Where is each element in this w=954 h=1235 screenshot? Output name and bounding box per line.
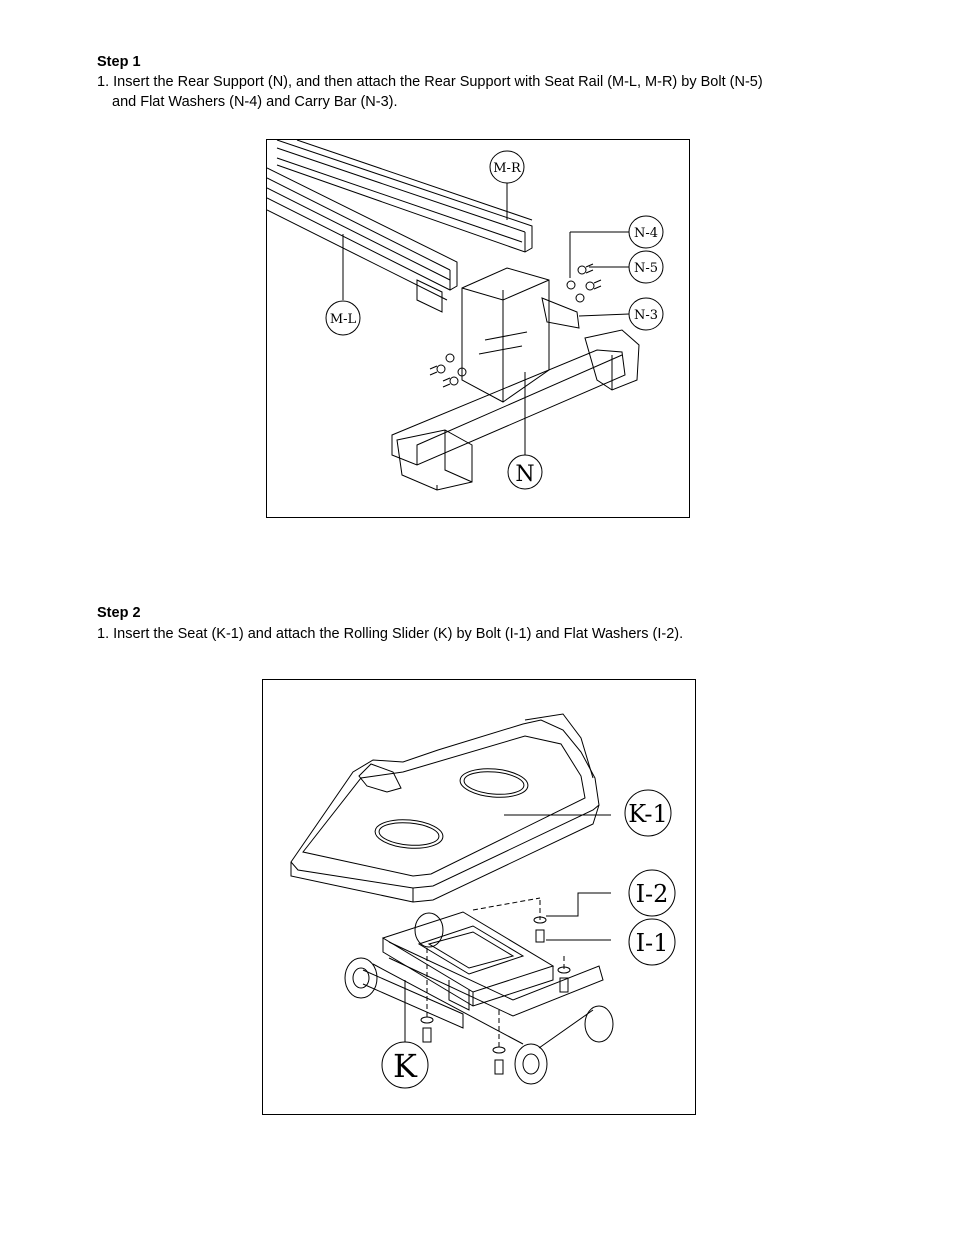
step2-instruction: 1. Insert the Seat (K-1) and attach the … (97, 624, 683, 644)
step1-line1: 1. Insert the Rear Support (N), and then… (97, 74, 763, 90)
label-n-5: N-5 (634, 261, 658, 276)
step1-line2: and Flat Washers (N-4) and Carry Bar (N-… (112, 94, 398, 110)
label-k: K (393, 1047, 418, 1085)
step2-line1: 1. Insert the Seat (K-1) and attach the … (97, 626, 684, 642)
step1-title: Step 1 (97, 54, 141, 70)
label-n: N (515, 462, 534, 487)
step1-diagram: M-R M-L N-4 N-5 N-3 N (266, 139, 690, 518)
label-m-l: M-L (330, 312, 357, 327)
label-i-1: I-1 (636, 929, 669, 957)
step2-title: Step 2 (97, 605, 141, 621)
rear-support-illustration: M-R M-L N-4 N-5 N-3 N (267, 140, 664, 491)
label-n-3: N-3 (634, 308, 658, 323)
label-i-2: I-2 (636, 880, 669, 908)
label-n-4: N-4 (634, 226, 658, 241)
label-k-1: K-1 (628, 800, 668, 828)
step1-instruction: 1. Insert the Rear Support (N), and then… (97, 72, 763, 112)
seat-slider-illustration: K-1 I-2 I-1 K (290, 713, 676, 1089)
label-m-r: M-R (493, 161, 522, 176)
step2-diagram: K-1 I-2 I-1 K (262, 679, 696, 1115)
